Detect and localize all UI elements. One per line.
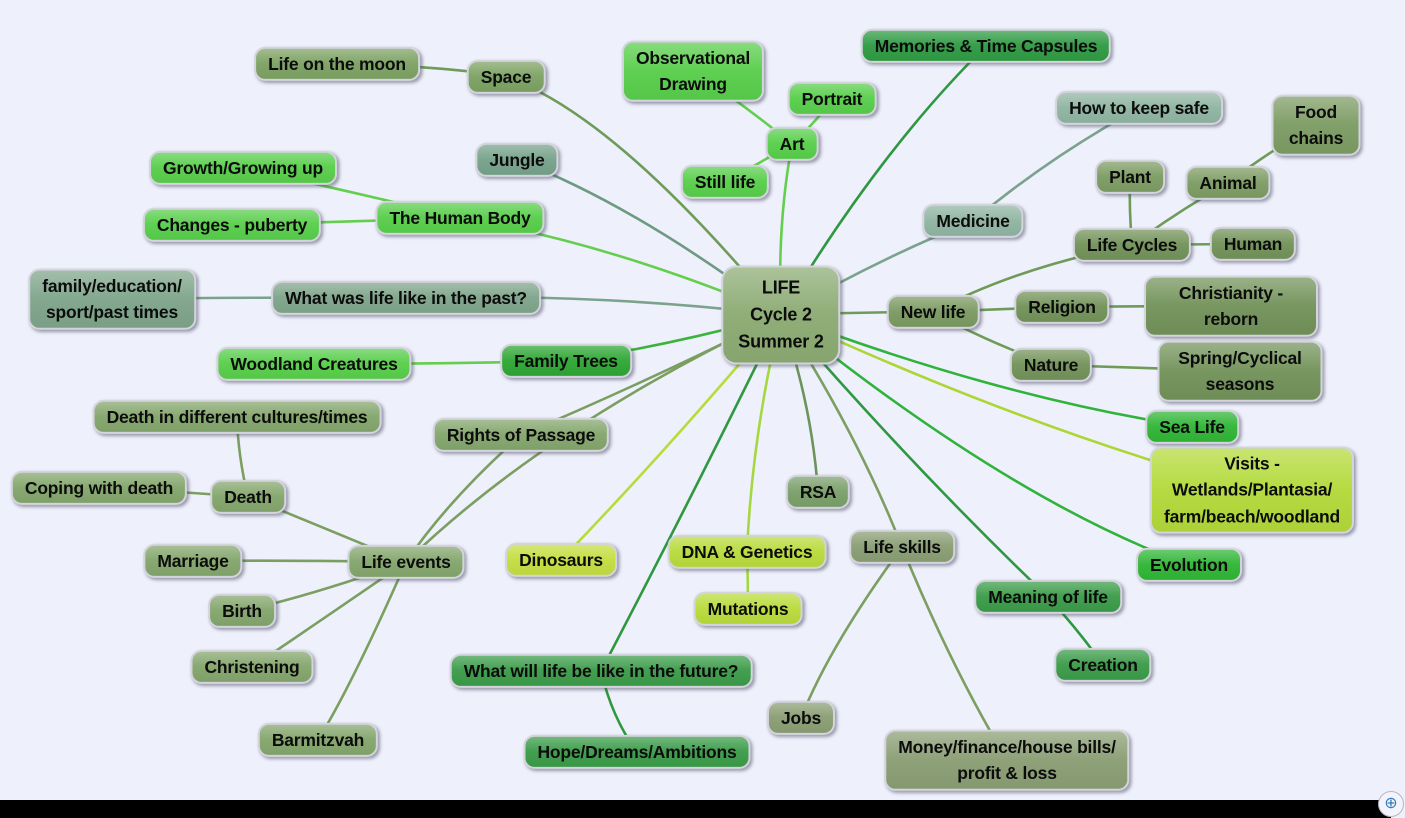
node-still[interactable]: Still life [680,164,770,200]
node-art[interactable]: Art [765,126,819,162]
node-moon[interactable]: Life on the moon [254,46,420,82]
node-mutations[interactable]: Mutations [693,591,803,627]
node-newlife[interactable]: New life [886,294,980,330]
node-dinosaurs[interactable]: Dinosaurs [505,542,617,578]
node-plant[interactable]: Plant [1095,159,1165,195]
node-evolution[interactable]: Evolution [1136,547,1242,583]
zoom-in-icon: ⊕ [1384,795,1398,812]
node-human[interactable]: Human [1209,226,1297,262]
node-medicine[interactable]: Medicine [922,203,1024,239]
node-obs[interactable]: Observational Drawing [621,40,765,102]
node-portrait[interactable]: Portrait [787,81,877,117]
node-death[interactable]: Death [210,479,286,515]
edge-rights-lifeevents [404,433,523,564]
edge-lifeevents-barmitzvah [316,560,408,742]
edge-center-evolution [779,313,1191,567]
node-growth[interactable]: Growth/Growing up [149,150,337,186]
node-dna[interactable]: DNA & Genetics [667,534,827,570]
node-familytrees[interactable]: Family Trees [500,343,632,379]
edge-center-sealife [779,313,1194,429]
bottom-bar [0,800,1391,818]
node-rights[interactable]: Rights of Passage [432,417,610,453]
node-religion[interactable]: Religion [1014,289,1110,325]
node-keepsafe[interactable]: How to keep safe [1055,90,1223,126]
node-jungle[interactable]: Jungle [475,142,559,178]
node-humanbody[interactable]: The Human Body [375,200,545,236]
node-lifecycles[interactable]: Life Cycles [1072,227,1192,263]
node-hope[interactable]: Hope/Dreams/Ambitions [523,734,751,770]
node-visits[interactable]: Visits - Wetlands/Plantasia/ farm/beach/… [1149,446,1355,534]
node-rsa[interactable]: RSA [785,474,851,510]
node-deathcultures[interactable]: Death in different cultures/times [92,399,382,435]
node-foodchains[interactable]: Food chains [1271,94,1361,156]
node-marriage[interactable]: Marriage [143,543,243,579]
node-coping[interactable]: Coping with death [10,470,188,506]
node-lifeskills[interactable]: Life skills [849,529,955,565]
node-christening[interactable]: Christening [190,649,314,685]
edge-center-future [599,313,783,673]
node-nature[interactable]: Nature [1009,347,1093,383]
node-woodland[interactable]: Woodland Creatures [216,346,412,382]
node-sealife[interactable]: Sea Life [1145,409,1239,445]
node-famedu[interactable]: family/education/ sport/past times [28,268,196,330]
node-money[interactable]: Money/finance/house bills/ profit & loss [884,729,1130,791]
node-birth[interactable]: Birth [208,593,276,629]
node-spring[interactable]: Spring/Cyclical seasons [1157,340,1323,402]
node-pastlife[interactable]: What was life like in the past? [271,280,541,316]
node-christianity[interactable]: Christianity - reborn [1144,275,1318,337]
edge-lifeskills-jobs [799,545,904,720]
zoom-in-button[interactable]: ⊕ [1378,791,1404,817]
node-center[interactable]: LIFE Cycle 2 Summer 2 [721,265,841,365]
node-memories[interactable]: Memories & Time Capsules [860,28,1112,64]
node-jobs[interactable]: Jobs [766,700,836,736]
node-animal[interactable]: Animal [1185,165,1271,201]
node-changes[interactable]: Changes - puberty [142,207,322,243]
node-creation[interactable]: Creation [1054,647,1152,683]
node-future[interactable]: What will life be like in the future? [449,653,753,689]
node-space[interactable]: Space [466,59,546,95]
node-meaning[interactable]: Meaning of life [974,579,1122,615]
node-barmitzvah[interactable]: Barmitzvah [257,722,379,758]
node-lifeevents[interactable]: Life events [347,544,465,580]
